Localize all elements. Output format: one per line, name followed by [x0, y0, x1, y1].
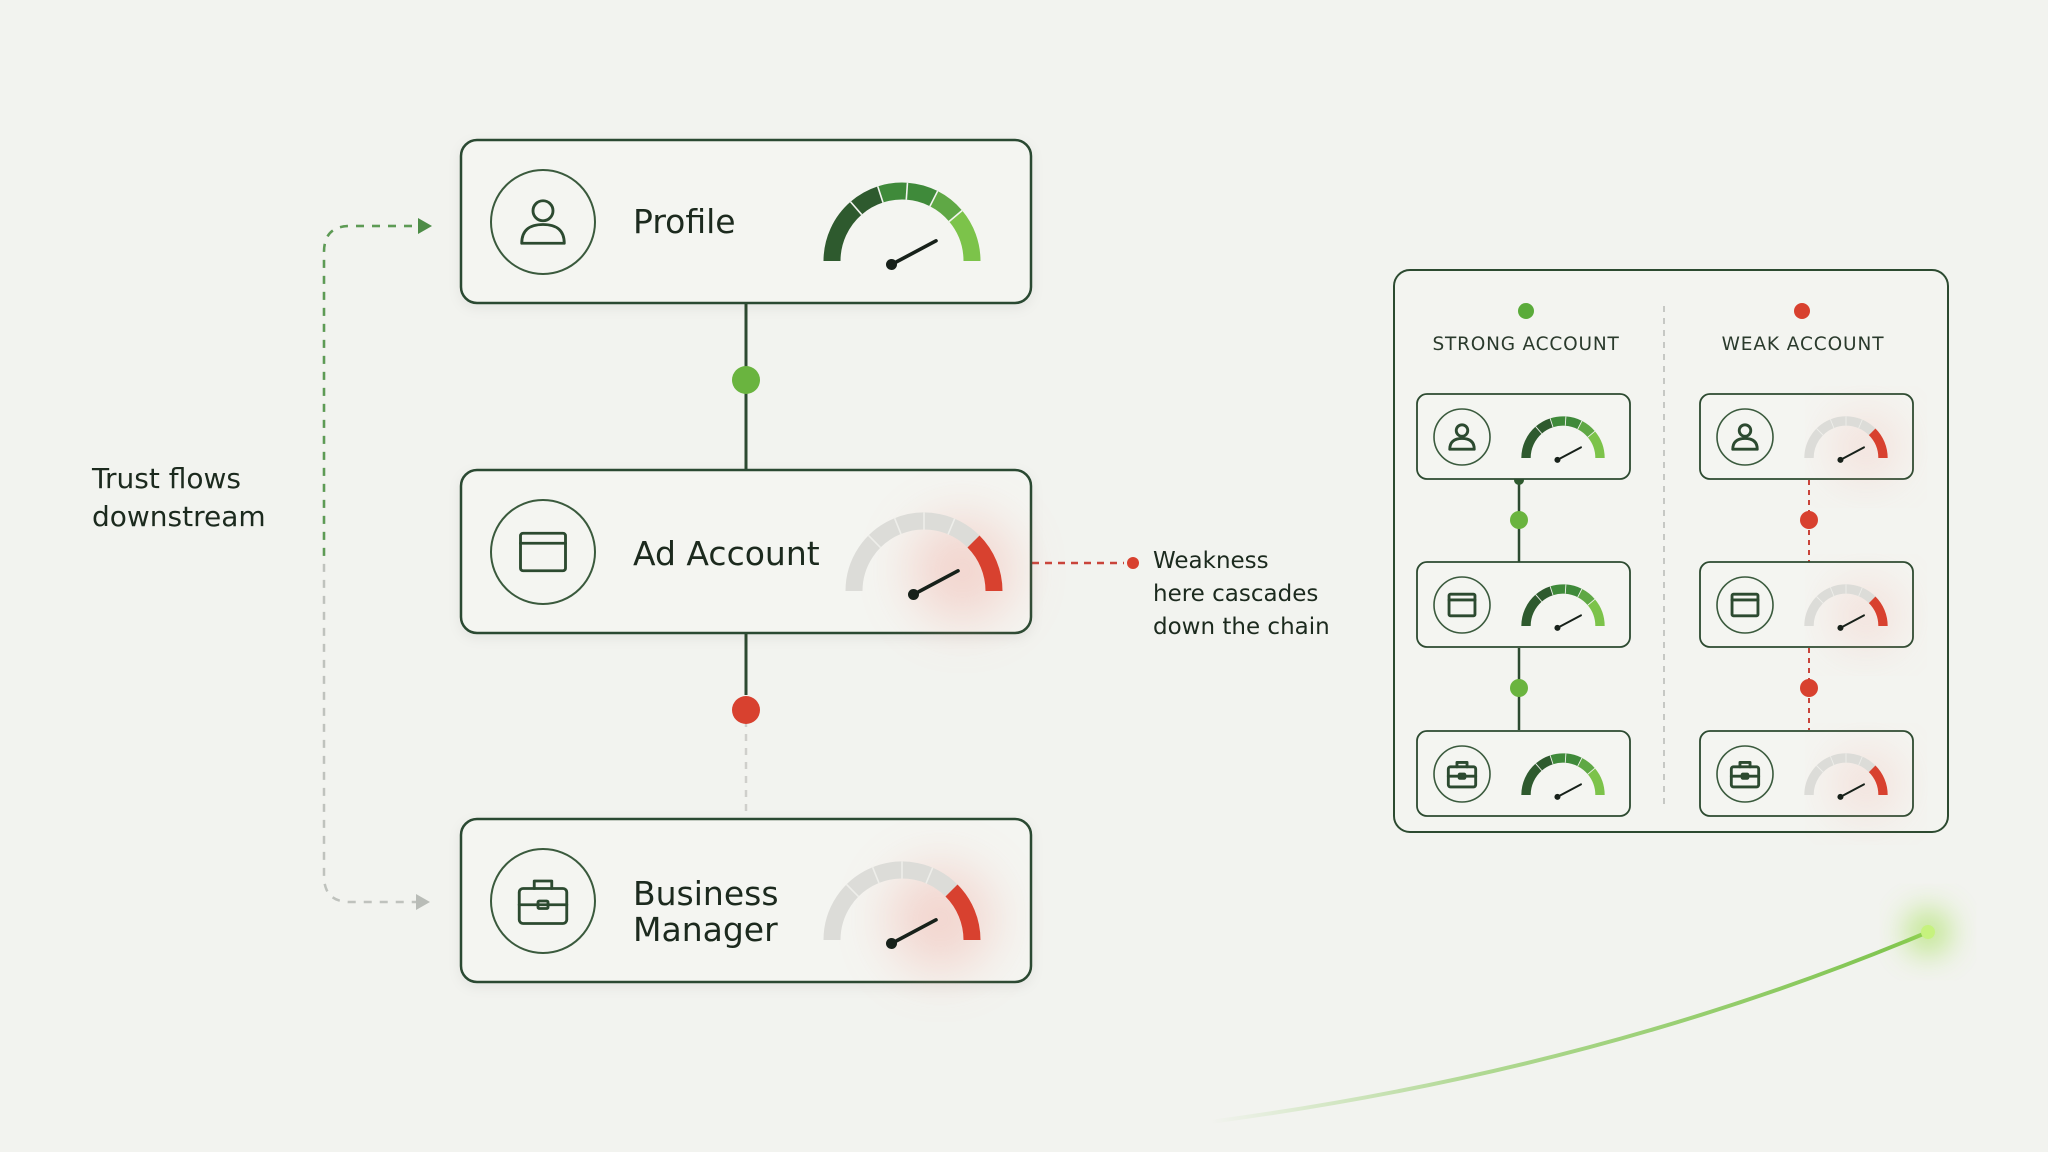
weak-account-heading: WEAK ACCOUNT — [1721, 334, 1885, 355]
gauge-needle — [1556, 614, 1582, 629]
trust-flow-label: Trust flows downstream — [92, 460, 266, 536]
briefcase-icon — [1729, 761, 1761, 789]
business-manager-card-label: Business Manager — [633, 876, 779, 948]
weakness-note-line: Weakness — [1153, 548, 1269, 574]
gauge-segment — [1550, 584, 1566, 596]
gauge-red-zone — [967, 535, 1003, 592]
main-chain-cards — [459, 138, 1033, 984]
strong-account-heading: STRONG ACCOUNT — [1432, 334, 1620, 355]
strong-mini-card — [1416, 393, 1631, 480]
trust-flow-label-line: Trust flows — [92, 462, 241, 495]
gauge-needle — [1839, 783, 1865, 798]
connector-node-green — [732, 366, 760, 394]
gauge-strong — [1521, 416, 1605, 463]
browser-window-icon — [519, 531, 567, 573]
gauge-segment — [850, 186, 884, 215]
ad-account-card — [459, 468, 1033, 635]
gauge-segment — [1587, 431, 1605, 459]
profile-label: Profile — [633, 202, 736, 241]
weakness-note-line: here cascades — [1153, 581, 1319, 607]
gauge-needle — [1556, 446, 1582, 461]
gauge-needle — [911, 569, 960, 597]
gauge-segment — [905, 182, 938, 207]
strong-status-dot — [1518, 303, 1534, 319]
decorative-swoosh — [1208, 910, 1950, 1124]
gauge-needle — [889, 239, 938, 267]
gauge-segment — [1565, 416, 1582, 430]
ad-account-card-label: Ad Account — [633, 536, 820, 572]
gauge-red-zone — [1868, 596, 1888, 627]
gauge-segment — [1565, 584, 1582, 598]
weak-mini-card — [1699, 393, 1914, 480]
gauge-needle — [1839, 614, 1865, 629]
weak-mini-card — [1699, 730, 1914, 817]
gauge-segment — [1587, 599, 1605, 627]
gauge-strong — [823, 182, 981, 270]
weakness-note-line: down the chain — [1153, 614, 1330, 640]
weakness-callout-line — [1032, 557, 1139, 569]
ad-account-label: Ad Account — [633, 534, 820, 573]
gauge-segment — [929, 191, 963, 222]
business-manager-label-line: Manager — [633, 910, 778, 949]
gauge-needle — [1556, 783, 1582, 798]
gauge-segment — [1550, 753, 1566, 765]
gauge-red-zone — [1868, 765, 1888, 796]
gauge-segment — [948, 210, 981, 262]
browser-window-icon — [1447, 592, 1477, 618]
weak-status-dot — [1794, 303, 1810, 319]
gauge-segment — [1521, 426, 1542, 459]
gauge-needle — [1839, 446, 1865, 461]
gauge-needle — [889, 918, 938, 946]
user-icon — [520, 199, 566, 245]
gauge-segment — [823, 201, 862, 262]
gauge-segment — [1521, 594, 1542, 627]
profile-card-label: Profile — [633, 204, 736, 240]
gauge-weak — [1804, 416, 1895, 475]
weak-mini-card — [1699, 561, 1914, 648]
gauge-segment — [1550, 416, 1566, 428]
gauge-weak — [1804, 584, 1895, 643]
gauge-segment — [1521, 763, 1542, 796]
chain-connectors — [732, 303, 760, 818]
weakness-note: Weakness here cascades down the chain — [1153, 545, 1330, 644]
comparison-panel — [1393, 269, 1949, 833]
connector-node-red — [732, 696, 760, 724]
user-icon — [1731, 423, 1759, 451]
gauge-segment — [877, 182, 908, 203]
gauge-weak — [1804, 753, 1895, 812]
gauge-strong — [1521, 753, 1605, 800]
gauge-segment — [1565, 753, 1582, 767]
profile-card — [459, 138, 1033, 305]
business-manager-label-line: Business — [633, 874, 779, 913]
gauge-red-zone — [945, 884, 981, 941]
strong-mini-card — [1416, 561, 1631, 648]
trust-flow-arrow — [322, 218, 432, 910]
gauge-weak — [845, 512, 1015, 623]
user-icon — [1448, 423, 1476, 451]
gauge-red-zone — [1868, 428, 1888, 459]
briefcase-icon — [517, 879, 569, 925]
gauge-strong — [1521, 584, 1605, 631]
arrowhead-bottom — [416, 894, 430, 910]
business-manager-card — [459, 817, 1033, 984]
arrowhead-top — [418, 218, 432, 234]
browser-window-icon — [1730, 592, 1760, 618]
strong-mini-card — [1416, 730, 1631, 817]
briefcase-icon — [1446, 761, 1478, 789]
gauge-segment — [1587, 768, 1605, 796]
gauge-weak — [823, 861, 993, 972]
trust-flow-label-line: downstream — [92, 500, 266, 533]
